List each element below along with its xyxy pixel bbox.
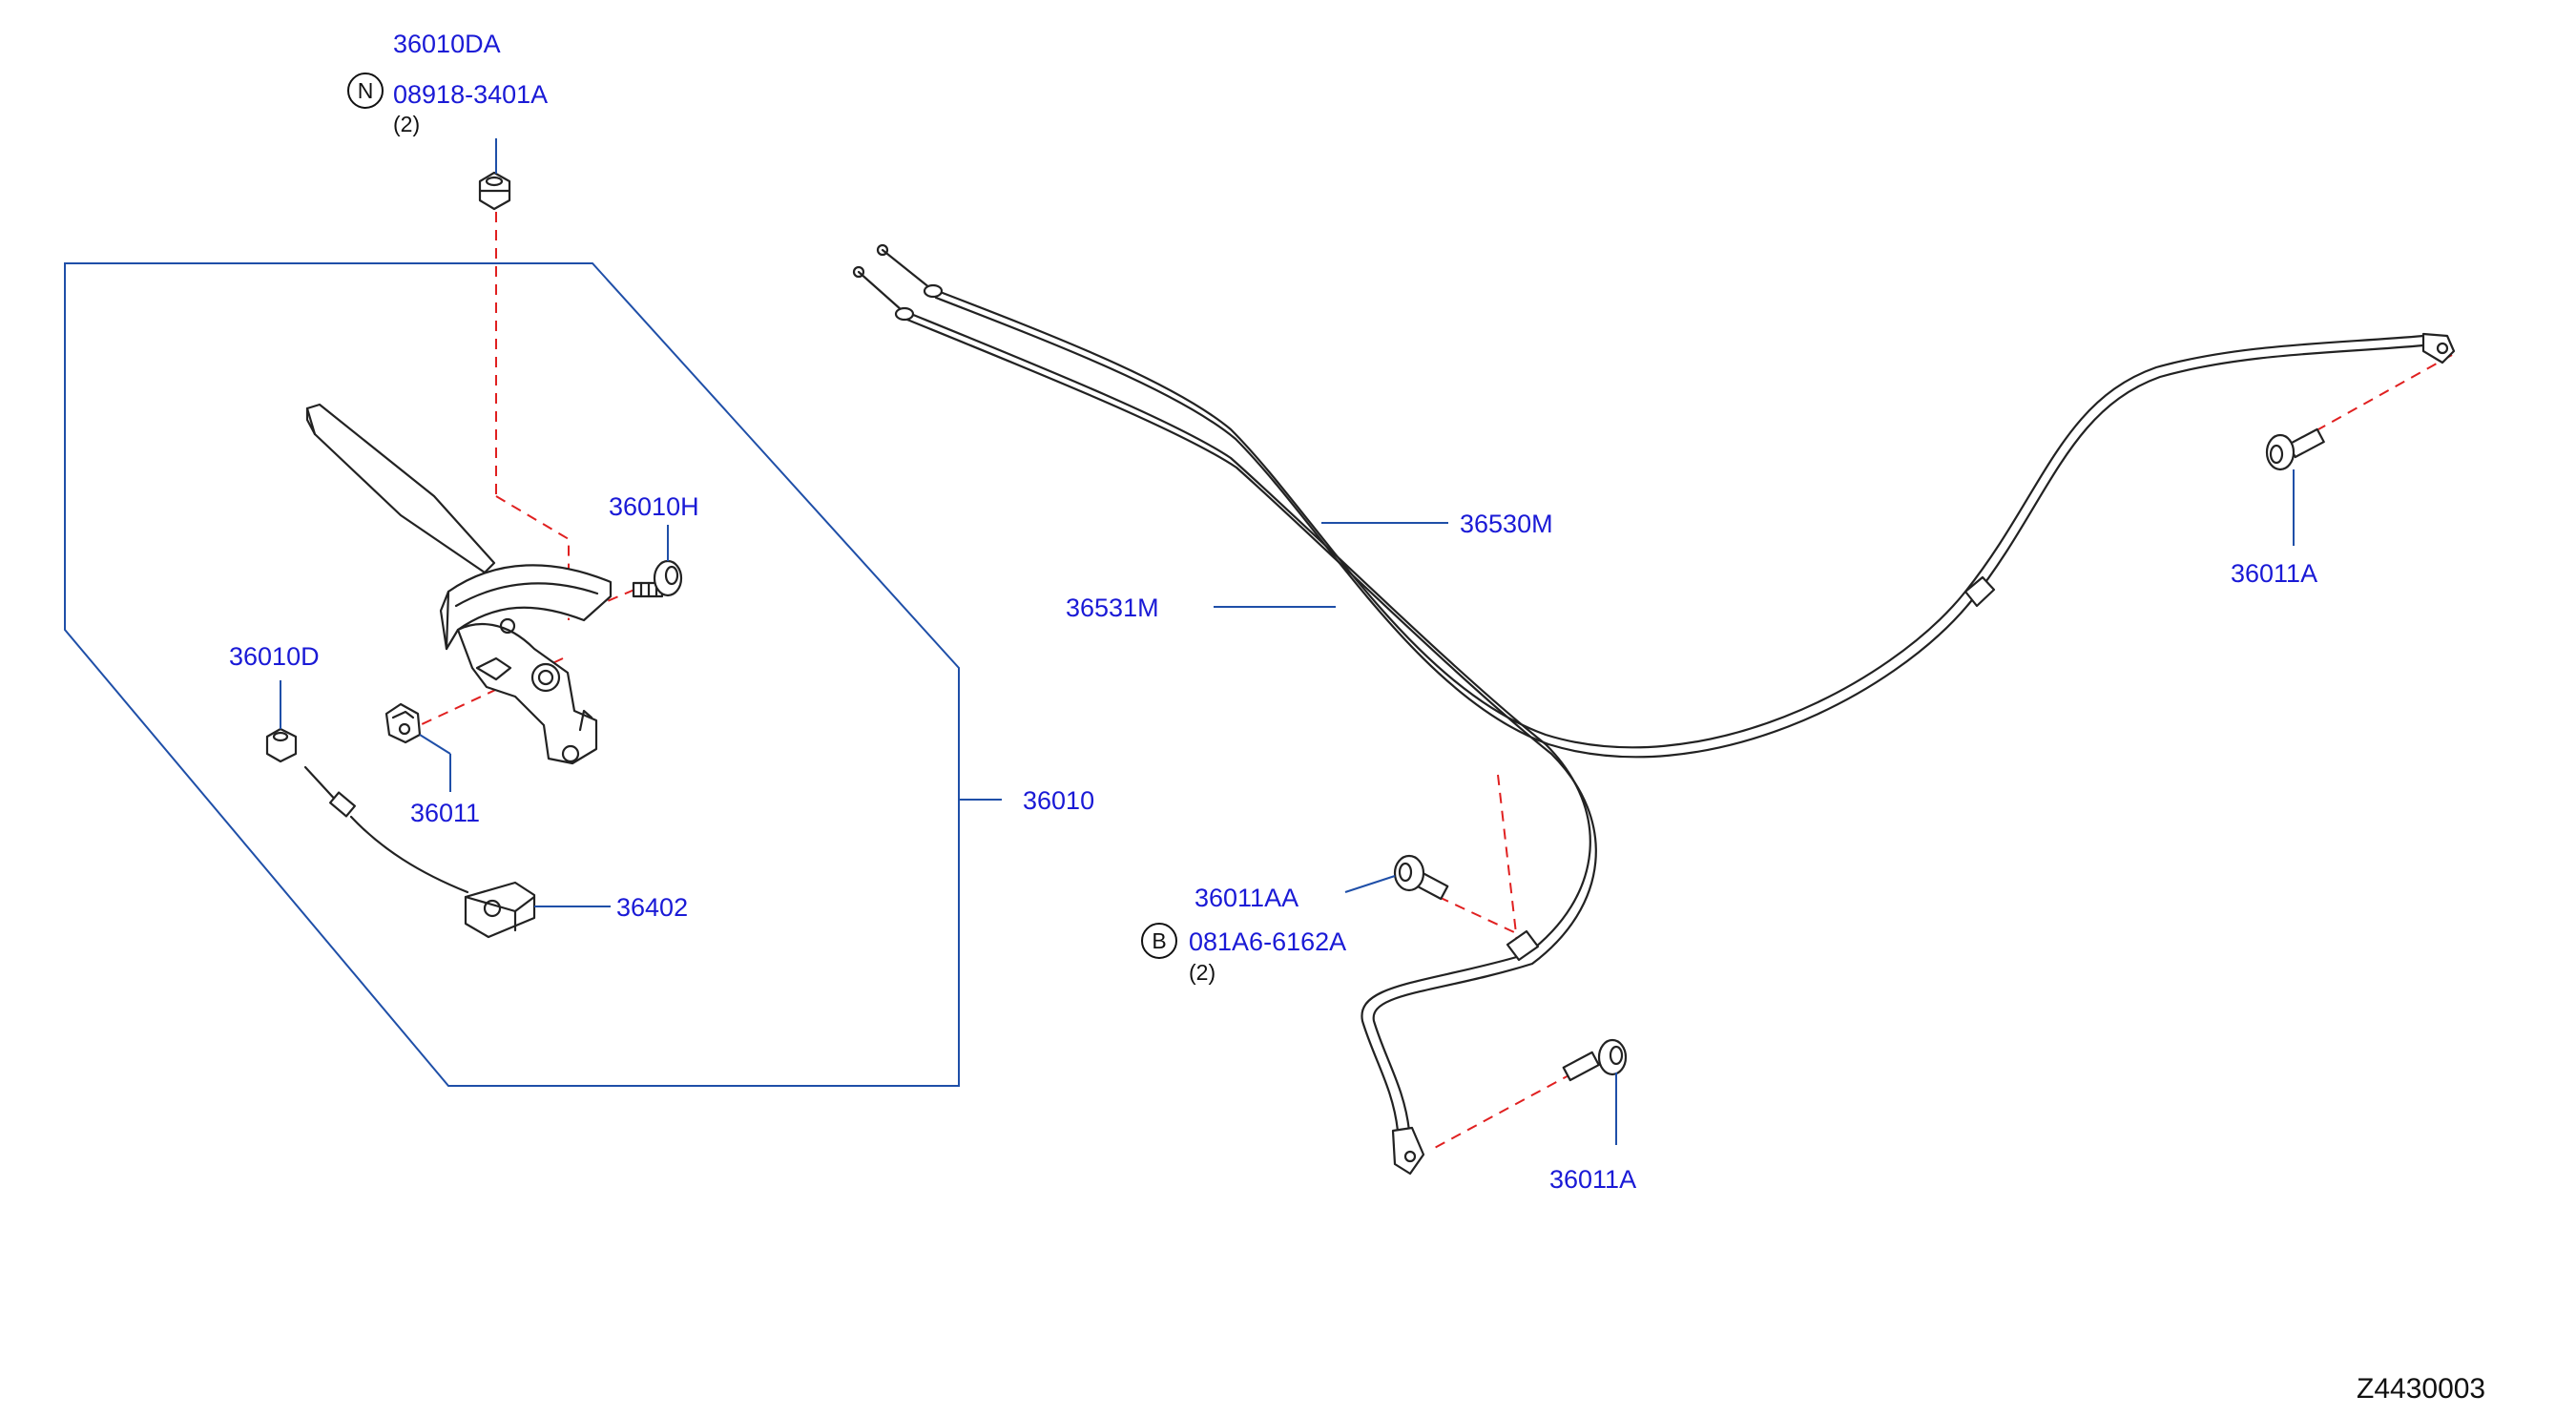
nut-symbol-N: N bbox=[347, 73, 384, 109]
label-081A6-6162A: 081A6-6162A bbox=[1189, 927, 1346, 956]
label-08918-3401A: 08918-3401A bbox=[393, 80, 548, 109]
label-36010: 36010 bbox=[1023, 786, 1094, 815]
install-lines bbox=[419, 212, 2453, 1151]
cable-36530M bbox=[876, 243, 2456, 759]
label-36011: 36011 bbox=[410, 799, 480, 827]
nut-36010DA bbox=[478, 171, 511, 211]
svg-text:B: B bbox=[1152, 928, 1166, 953]
label-36010DA: 36010DA bbox=[393, 30, 501, 58]
qty-081A6-6162A: (2) bbox=[1189, 960, 1215, 985]
clip-36011 bbox=[384, 702, 422, 744]
brake-lever bbox=[305, 403, 613, 765]
label-36010D: 36010D bbox=[229, 642, 320, 671]
cable-36531M bbox=[852, 265, 1597, 1176]
label-36011A-bottom: 36011A bbox=[1549, 1165, 1636, 1194]
assembly-outline bbox=[64, 262, 960, 1087]
label-36530M: 36530M bbox=[1460, 510, 1553, 538]
qty-08918-3401A: (2) bbox=[393, 112, 420, 136]
bolt-36011AA bbox=[1393, 854, 1449, 901]
nut-36010D bbox=[265, 727, 298, 763]
bolt-36011A-right bbox=[2265, 427, 2325, 471]
label-36011AA: 36011AA bbox=[1195, 884, 1298, 912]
label-36010H: 36010H bbox=[609, 492, 699, 521]
bolt-36010H bbox=[632, 559, 683, 598]
label-36011A-right: 36011A bbox=[2231, 559, 2317, 588]
switch-36402 bbox=[303, 765, 536, 939]
svg-text:N: N bbox=[358, 78, 374, 103]
leader-lines bbox=[280, 138, 2295, 1145]
bolt-36011A-bottom bbox=[1562, 1038, 1628, 1082]
diagram-id: Z4430003 bbox=[2357, 1373, 2485, 1405]
label-36402: 36402 bbox=[616, 893, 688, 922]
label-36531M: 36531M bbox=[1066, 593, 1159, 622]
bolt-symbol-B: B bbox=[1141, 923, 1177, 959]
